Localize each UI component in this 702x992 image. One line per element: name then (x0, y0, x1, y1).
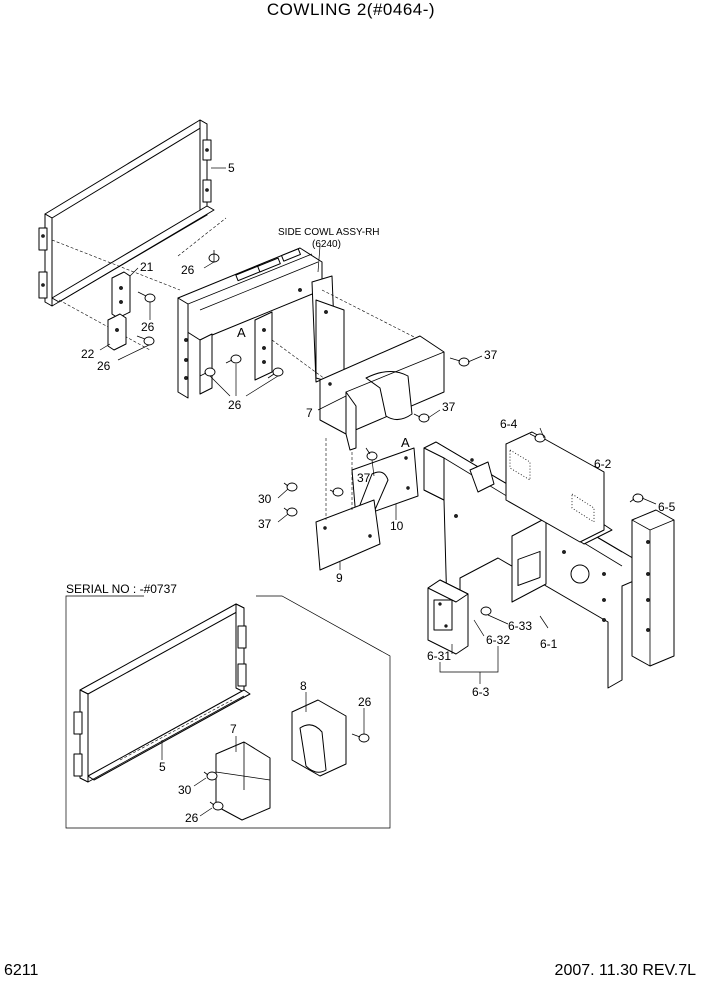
part-label-37-a: 37 (484, 348, 498, 362)
part-label-6-1: 6-1 (540, 637, 558, 651)
side-cowl-label: SIDE COWL ASSY-RH (278, 227, 380, 238)
part-label-26-c: 26 (97, 359, 111, 373)
inset-part-label-26: 26 (358, 695, 372, 709)
part-label-7: 7 (306, 406, 313, 420)
part-label-6-31: 6-31 (427, 649, 451, 663)
cowling-frame-part-5 (38, 119, 215, 351)
panel-part-6-2 (505, 431, 605, 543)
inset-cover-part-7 (215, 741, 271, 821)
inset-part-label-8: 8 (300, 679, 307, 693)
bar-part-6-5 (631, 509, 675, 667)
part-label-26-b: 26 (141, 320, 155, 334)
part-label-6-32: 6-32 (486, 633, 510, 647)
view-marker-a-left: A (237, 325, 246, 340)
part-label-6-2: 6-2 (594, 457, 612, 471)
plate-part-9 (315, 438, 381, 571)
side-cowl-ref: (6240) (312, 239, 341, 250)
block-part-6-31 (427, 579, 469, 655)
view-marker-a-right: A (401, 435, 410, 450)
cover-part-7 (319, 335, 445, 451)
part-label-6-4: 6-4 (500, 417, 518, 431)
bolt-part-6-4 (529, 433, 546, 443)
serial-number-label: SERIAL NO : -#0737 (66, 582, 177, 596)
part-label-9: 9 (336, 571, 343, 585)
bracket-assembly-part-6-1 (423, 441, 637, 689)
page-number: 6211 (4, 962, 39, 979)
diagram-labels: SIDE COWL ASSY-RH (6240) A A SERIAL NO :… (66, 161, 676, 825)
part-label-30: 30 (258, 492, 272, 506)
part-label-10: 10 (390, 519, 404, 533)
inset-part-label-7: 7 (230, 722, 237, 736)
bolt-part-6-33 (480, 606, 492, 616)
part-label-26-d: 26 (228, 398, 242, 412)
part-label-37-c: 37 (357, 471, 371, 485)
leader-lines (99, 167, 657, 817)
bolt-part-6-5-fastener (629, 493, 644, 503)
page-title: COWLING 2(#0464-) (266, 0, 436, 19)
part-label-37-b: 37 (442, 400, 456, 414)
side-cowl-assembly (177, 217, 421, 399)
bracket-part-22 (107, 313, 127, 351)
part-label-22: 22 (81, 347, 95, 361)
part-label-6-3: 6-3 (472, 685, 490, 699)
inset-part-label-5: 5 (159, 760, 166, 774)
bracket-part-21 (111, 271, 131, 319)
serial-inset-frame (65, 595, 391, 829)
part-label-26-a: 26 (181, 263, 195, 277)
cover-part-10 (351, 447, 419, 519)
part-label-37-d: 37 (258, 517, 272, 531)
inset-bolts (203, 733, 370, 811)
part-label-21: 21 (140, 260, 154, 274)
part-label-6-33: 6-33 (508, 619, 532, 633)
part-label-5: 5 (228, 161, 235, 175)
date-revision: 2007. 11.30 REV.7L (554, 962, 696, 979)
bolt-group-right-37 (365, 357, 470, 461)
inset-part-label-26-b: 26 (185, 811, 199, 825)
inset-cover-part-8 (291, 699, 347, 777)
inset-cowling-frame-part-5 (73, 603, 251, 783)
part-label-6-5: 6-5 (658, 500, 676, 514)
inset-part-label-30: 30 (178, 783, 192, 797)
bolt-group-30-37 (283, 482, 344, 517)
bolt-group-center (199, 354, 284, 379)
